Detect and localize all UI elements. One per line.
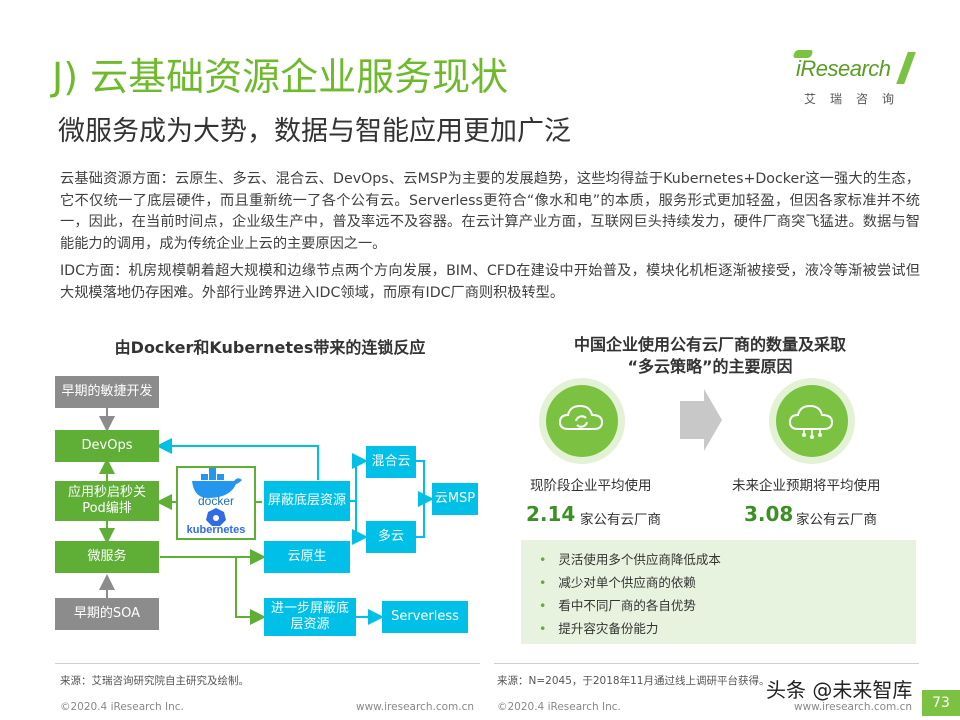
fast-pod-box: 应用秒启秒关Pod编排 <box>55 481 159 521</box>
page-subtitle: 微服务成为大势，数据与智能应用更加广泛 <box>58 116 571 147</box>
paragraph-cloud-infra: 云基础资源方面：云原生、多云、混合云、DevOps、云MSP为主要的发展趋势，这… <box>60 171 920 252</box>
current-cloud-circle <box>546 385 618 457</box>
serverless-box: Serverless <box>382 601 468 633</box>
url-left[interactable]: www.iresearch.com.cn <box>356 701 475 713</box>
arrow-microservice-further <box>235 557 266 625</box>
current-usage-unit: 家公有云厂商 <box>580 512 661 528</box>
copyright-left: ©2020.4 iResearch Inc. <box>60 701 184 713</box>
arrow-shield-multi <box>352 501 368 545</box>
current-usage-label: 现阶段企业平均使用 <box>530 478 652 494</box>
future-cloud-circle <box>776 385 848 457</box>
current-usage-value: 2.14 <box>526 502 576 526</box>
right-big-arrow-icon <box>680 389 722 451</box>
source-note-right: 来源：N=2045，于2018年11月通过线上调研平台获得。 <box>497 675 770 687</box>
further-shield-box: 进一步屏蔽底层资源 <box>264 598 356 636</box>
page-title: J) 云基础资源企业服务现状 <box>52 55 509 99</box>
hybrid-cloud-box: 混合云 <box>366 446 416 478</box>
cloud-sync-icon <box>558 404 604 430</box>
logo-word: iResearch <box>796 56 891 81</box>
footer-rule-left <box>55 663 480 664</box>
kubernetes-label: kubernetes <box>186 524 246 536</box>
footer-rule-right <box>494 663 919 664</box>
early-soa-box: 早期的SOA <box>55 598 159 630</box>
reason-item: •灵活使用多个供应商降低成本 <box>539 552 721 567</box>
watermark: 头条 @未来智库 <box>766 678 913 702</box>
logo-cn: 艾瑞咨询 <box>804 92 909 106</box>
cloud-msp-box: 云MSP <box>432 483 478 515</box>
cloud-native-box: 云原生 <box>264 541 350 573</box>
right-title-line1: 中国企业使用公有云厂商的数量及采取 <box>573 335 846 354</box>
left-diagram-title: 由Docker和Kubernetes带来的连锁反应 <box>114 338 426 357</box>
iresearch-logo: iResearch 艾瑞咨询 <box>790 50 916 112</box>
source-note-left: 来源：艾瑞咨询研究院自主研究及绘制。 <box>60 675 249 687</box>
future-usage-unit: 家公有云厂商 <box>796 512 877 528</box>
right-title-line2: “多云策略”的主要原因 <box>627 357 793 376</box>
microservice-box: 微服务 <box>55 541 159 573</box>
kubernetes-wheel-icon <box>206 508 226 526</box>
cloud-network-icon <box>788 404 834 439</box>
line-multi-msp <box>416 499 425 538</box>
multi-cloud-box: 多云 <box>366 521 416 553</box>
reason-item: •提升容灾备份能力 <box>539 621 659 636</box>
reason-item: •看中不同厂商的各自优势 <box>539 598 696 613</box>
docker-label: docker <box>197 494 235 508</box>
devops-box: DevOps <box>55 430 159 462</box>
arrow-hybrid-msp <box>416 460 434 507</box>
docker-kubernetes-logo-box: docker kubernetes <box>176 466 256 540</box>
paragraph-idc: IDC方面：机房规模朝着超大规模和边缘节点两个方向发展，BIM、CFD在建设中开… <box>60 263 920 301</box>
right-panel-title: 中国企业使用公有云厂商的数量及采取 “多云策略”的主要原因 <box>505 334 915 378</box>
future-usage-label: 未来企业预期将平均使用 <box>732 478 881 494</box>
copyright-right: ©2020.4 iResearch Inc. <box>497 701 621 713</box>
arrow-shield-hybrid <box>350 453 368 502</box>
multi-cloud-reasons-box: •灵活使用多个供应商降低成本 •减少对单个供应商的依赖 •看中不同厂商的各自优势… <box>521 540 916 644</box>
url-right[interactable]: www.iresearch.com.cn <box>794 701 913 713</box>
arrow-shield-devops <box>156 438 319 480</box>
reason-item: •减少对单个供应商的依赖 <box>539 575 696 590</box>
future-usage-value: 3.08 <box>744 502 794 526</box>
docker-whale-icon <box>192 468 242 498</box>
early-agile-box: 早期的敏捷开发 <box>55 376 159 408</box>
shield-infra-box: 屏蔽底层资源 <box>264 481 350 521</box>
page-number: 73 <box>922 690 960 716</box>
